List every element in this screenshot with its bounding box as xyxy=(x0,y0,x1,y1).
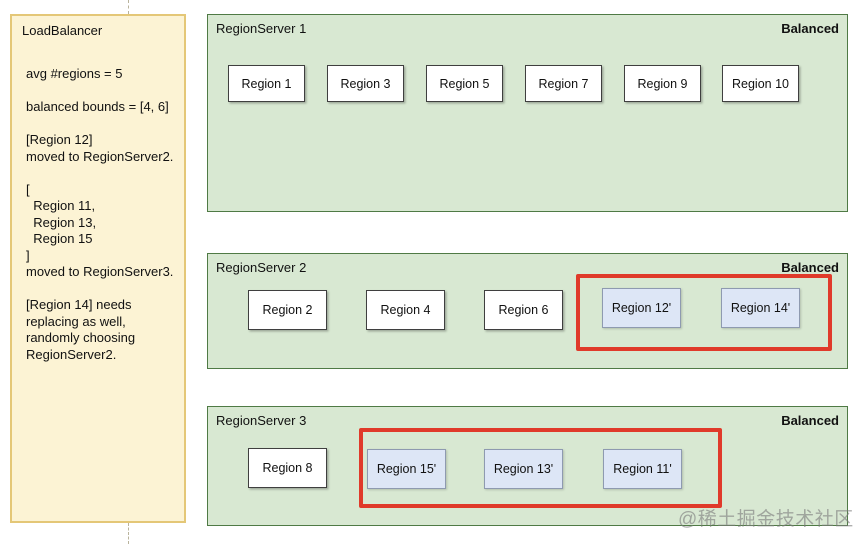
loadbalancer-panel: LoadBalancer avg #regions = 5 balanced b… xyxy=(10,14,186,523)
regionserver3-title: RegionServer 3 xyxy=(216,413,307,428)
regionserver1-panel: RegionServer 1 Balanced xyxy=(207,14,848,212)
note-line: Region 11, xyxy=(26,198,96,213)
note-line: RegionServer2. xyxy=(26,346,117,362)
moved-region-box: Region 11' xyxy=(603,449,682,489)
note-line: balanced bounds = [4, 6] xyxy=(26,99,169,114)
moved-regions-highlight-rs2 xyxy=(576,274,832,351)
regionserver1-status-badge: Balanced xyxy=(781,21,839,36)
moved-region-box: Region 12' xyxy=(602,288,681,328)
dashed-connector-bottom xyxy=(128,523,129,544)
region-box: Region 9 xyxy=(624,65,701,102)
regionserver2-title: RegionServer 2 xyxy=(216,260,307,275)
watermark-text: @稀土掘金技术社区 xyxy=(678,509,854,530)
region-box: Region 6 xyxy=(484,290,563,330)
note-line: avg #regions = 5 xyxy=(26,66,123,81)
note-line: randomly choosing xyxy=(26,330,136,345)
note-line: replacing as well, xyxy=(26,313,126,329)
loadbalancer-title: LoadBalancer xyxy=(22,23,103,38)
note-line xyxy=(26,281,180,298)
loadbalancer-notes: avg #regions = 5 balanced bounds = [4, 6… xyxy=(26,66,180,363)
moved-region-box: Region 15' xyxy=(367,449,446,489)
regionserver3-status-badge: Balanced xyxy=(781,413,839,428)
regionserver2-status-badge: Balanced xyxy=(781,260,839,275)
moved-region-box: Region 13' xyxy=(484,449,563,489)
note-line: Region 15 xyxy=(26,231,93,246)
dashed-connector-top xyxy=(128,0,129,14)
note-line: moved to RegionServer2. xyxy=(26,148,174,164)
region-box: Region 1 xyxy=(228,65,305,102)
note-line: ] xyxy=(26,247,30,263)
note-line: moved to RegionServer3. xyxy=(26,264,174,279)
note-line: Region 13, xyxy=(26,214,97,230)
region-box: Region 10 xyxy=(722,65,799,102)
region-box: Region 8 xyxy=(248,448,327,488)
note-line: [ xyxy=(26,181,30,197)
note-line xyxy=(26,116,180,133)
region-box: Region 7 xyxy=(525,65,602,102)
region-box: Region 4 xyxy=(366,290,445,330)
region-box: Region 3 xyxy=(327,65,404,102)
note-line: [Region 14] needs xyxy=(26,297,132,312)
note-line xyxy=(26,83,180,100)
regionserver1-title: RegionServer 1 xyxy=(216,21,307,36)
note-line xyxy=(26,165,180,182)
region-box: Region 5 xyxy=(426,65,503,102)
note-line: [Region 12] xyxy=(26,132,93,147)
region-box: Region 2 xyxy=(248,290,327,330)
moved-regions-highlight-rs3 xyxy=(359,428,722,508)
moved-region-box: Region 14' xyxy=(721,288,800,328)
